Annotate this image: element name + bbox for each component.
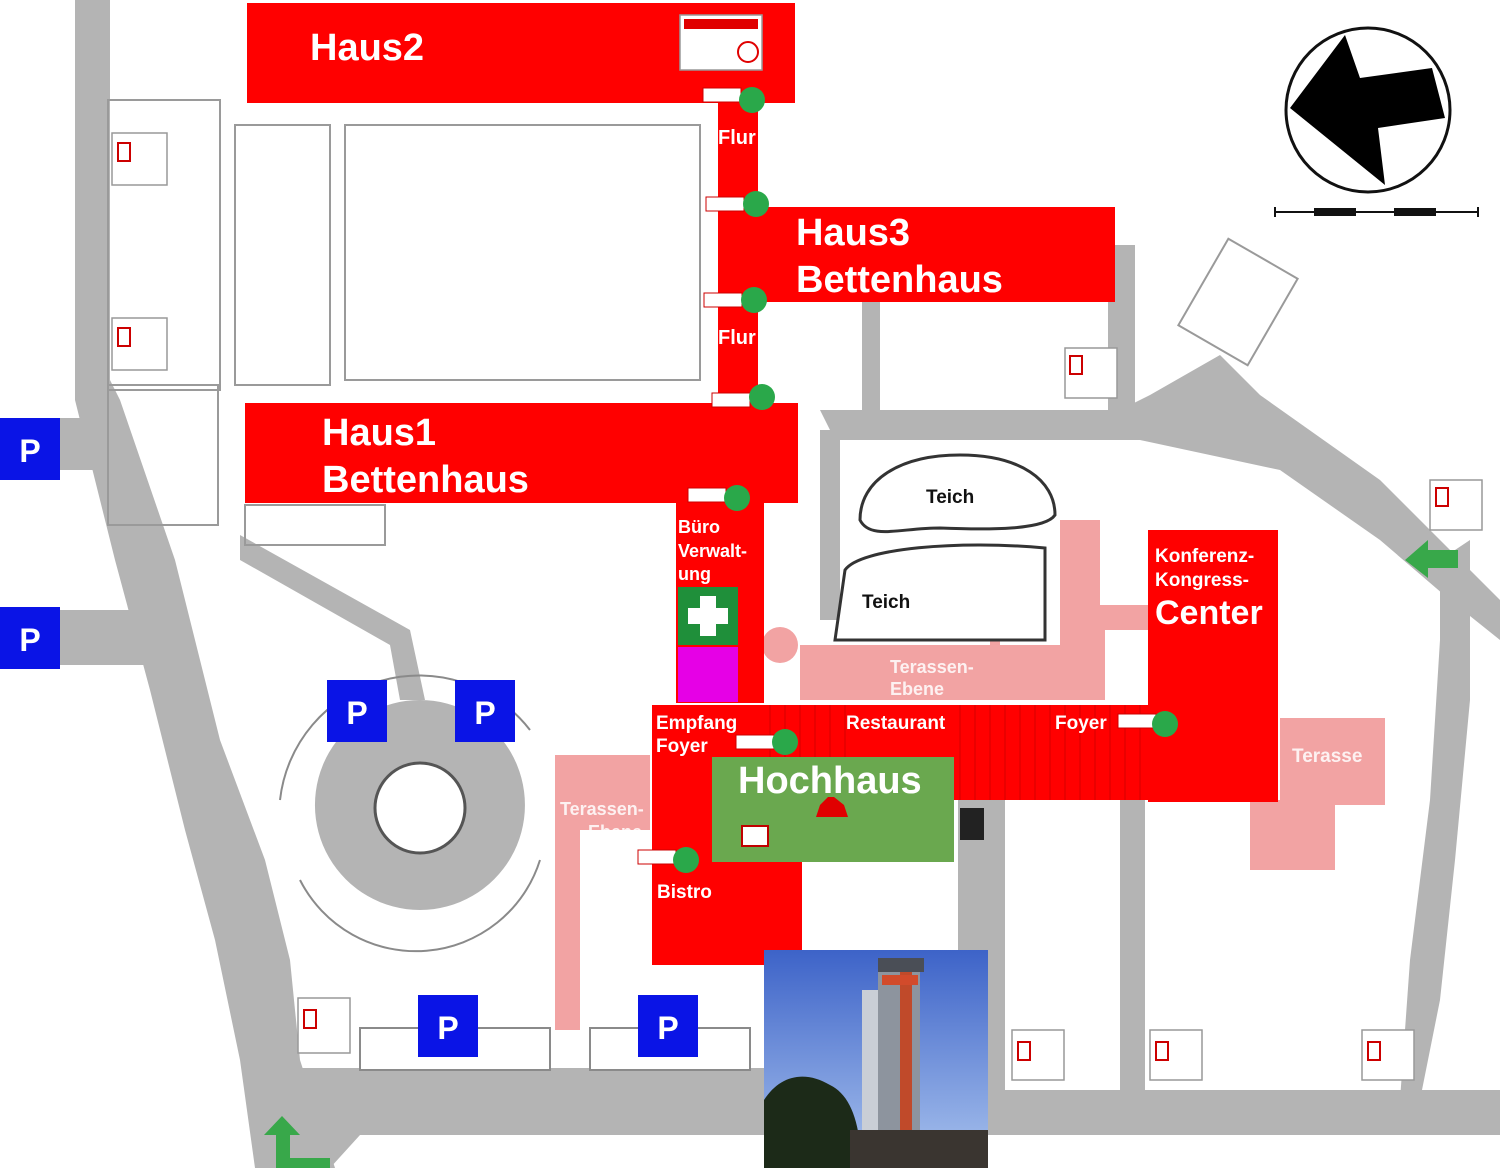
- svg-text:P: P: [474, 695, 495, 731]
- svg-text:P: P: [657, 1010, 678, 1046]
- haus2-label: Haus2: [310, 27, 424, 69]
- no-entry-banner: [684, 19, 758, 29]
- assembly-point-glyphs: [117, 142, 1449, 1061]
- elevator-icon: [741, 825, 769, 847]
- road-east-vertical: [1400, 540, 1470, 1100]
- terassen-left-label-line2: Ebene: [588, 822, 642, 842]
- emergency-exit-sign-icon: [1117, 711, 1178, 737]
- assembly-point-sign-icon: [111, 132, 168, 186]
- svg-text:P: P: [346, 695, 367, 731]
- emergency-exit-sign-icon: [735, 729, 798, 755]
- terrace-areas: [555, 520, 1385, 1030]
- terassen-left-label-line1: Terassen-: [560, 799, 644, 819]
- buero-label-line2: Verwalt-: [678, 541, 747, 561]
- flur-top-label: Flur: [718, 127, 756, 149]
- parking-sign-roundabout-2: P: [455, 680, 515, 742]
- flur-top: [718, 103, 758, 203]
- emergency-exit-sign-icon: [703, 287, 767, 313]
- road-west-vertical: [75, 0, 335, 1168]
- svg-text:P: P: [19, 622, 40, 658]
- emergency-exit-sign-icon: [711, 384, 775, 410]
- konferenz-label-line1: Konferenz-: [1155, 546, 1254, 567]
- no-entry-icon: [737, 41, 759, 63]
- assembly-point-sign-icon: [111, 317, 168, 371]
- teich-pond-1: [858, 453, 1057, 533]
- road-northeast: [820, 355, 1500, 640]
- assembly-point-sign-icon: [1149, 1029, 1203, 1081]
- emergency-exit-sign-icon: [702, 87, 765, 113]
- buero-label-line3: ung: [678, 564, 711, 584]
- haus1-building: [245, 403, 798, 503]
- emergency-exit-sign-icon: [637, 847, 699, 873]
- parking-sign-south-1: P: [418, 995, 478, 1057]
- teich-label-1: Teich: [926, 487, 974, 508]
- terassen-top-label-line1: Terassen-: [890, 657, 974, 677]
- haus1-label-line1: Haus1: [322, 412, 436, 454]
- buero-label-line1: Büro: [678, 517, 720, 537]
- assembly-point-sign-icon: [297, 997, 351, 1054]
- svg-text:P: P: [19, 433, 40, 469]
- magenta-room: [678, 647, 738, 702]
- entrance-arrow-icon: [264, 540, 1458, 1168]
- parking-sign-south-2: P: [638, 995, 698, 1057]
- buildings-red: [245, 3, 1278, 965]
- teich-pond-2: [833, 543, 1047, 642]
- flur-bottom: [718, 302, 758, 402]
- emergency-exit-sign-icon: [705, 191, 769, 217]
- haus3-label-line1: Haus3: [796, 212, 910, 254]
- konferenz-label-line2: Kongress-: [1155, 570, 1249, 591]
- terasse-east: [1250, 718, 1385, 870]
- assembly-point-sign-icon: [1361, 1029, 1415, 1081]
- haus3-building: [718, 207, 1115, 302]
- konferenz-center: [1148, 530, 1278, 802]
- restaurant-label: Restaurant: [846, 713, 946, 734]
- svg-text:P: P: [437, 1010, 458, 1046]
- flur-bottom-label: Flur: [718, 327, 756, 349]
- teich-label-2: Teich: [862, 592, 910, 613]
- terassen-top-label-line2: Ebene: [890, 679, 944, 699]
- first-aid-cross-icon: [678, 587, 738, 645]
- scale-bar: [1274, 207, 1479, 217]
- konferenz-label-line3: Center: [1155, 594, 1263, 632]
- compass-north-arrow-icon: [1284, 26, 1452, 194]
- garden-paths: [107, 99, 1300, 546]
- parking-sign-west-1: P: [0, 418, 60, 480]
- hochhaus-label: Hochhaus: [738, 760, 922, 802]
- roundabout-center: [373, 761, 467, 855]
- terassen-ebene-top: [800, 520, 1150, 700]
- empfang-label-line2: Foyer: [656, 736, 708, 757]
- terassen-ebene-left: [555, 755, 650, 1030]
- staircase-icon: [960, 808, 984, 840]
- empfang-label-line1: Empfang: [656, 713, 737, 734]
- parking-sign-roundabout-1: P: [327, 680, 387, 742]
- bistro-label: Bistro: [657, 882, 712, 903]
- haus3-label-line2: Bettenhaus: [796, 259, 1003, 301]
- haus1-label-line2: Bettenhaus: [322, 459, 529, 501]
- parking-signs: P P P P P P: [0, 418, 698, 1057]
- hotel-tower-photo: [764, 950, 988, 1168]
- road-haus3-connector: [862, 300, 880, 410]
- road-diag-roundabout: [240, 535, 425, 700]
- road-center-vertical-2: [1120, 800, 1145, 1090]
- teich-connector-dot: [762, 627, 798, 663]
- terasse-label: Terasse: [1292, 746, 1362, 767]
- parking-sign-west-2: P: [0, 607, 60, 669]
- assembly-point-sign-icon: [1011, 1029, 1065, 1081]
- road-teich-connector: [820, 430, 840, 620]
- foyer-label: Foyer: [1055, 713, 1107, 734]
- emergency-exit-sign-icon: [687, 485, 750, 511]
- exit-signs: [637, 87, 1178, 873]
- reception-bell-icon: [816, 797, 848, 817]
